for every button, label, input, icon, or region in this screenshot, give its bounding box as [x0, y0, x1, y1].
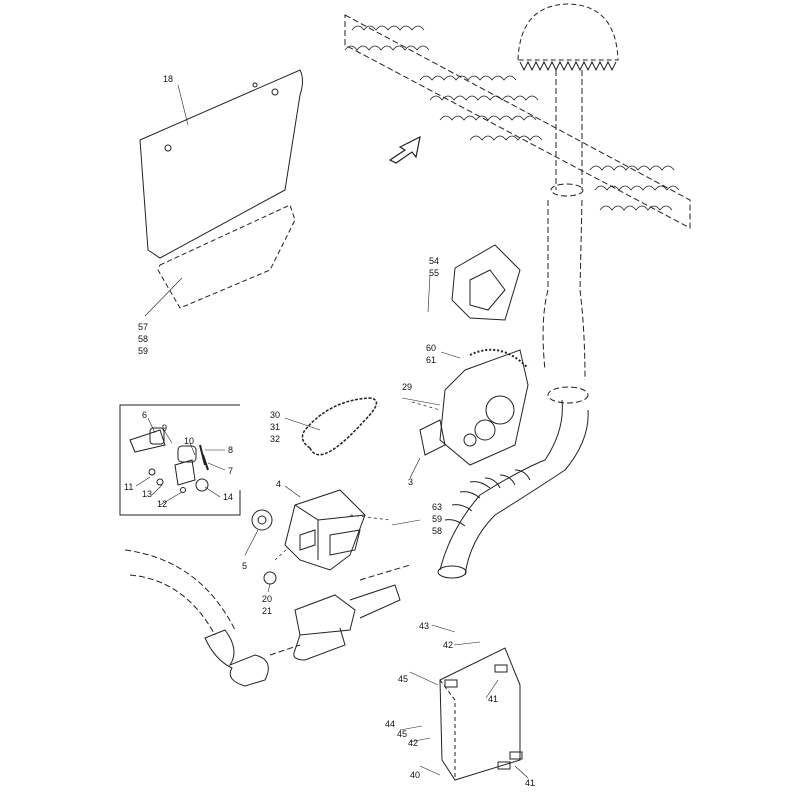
- vertical-tube: [542, 70, 589, 404]
- callout-42b: 42: [408, 738, 418, 748]
- callout-5: 5: [242, 561, 247, 571]
- feeder-housing: [284, 489, 366, 571]
- callout-8: 8: [228, 445, 233, 455]
- callout-54: 54: [429, 256, 439, 266]
- gearbox: [419, 348, 529, 466]
- callout-4: 4: [276, 479, 281, 489]
- callout-3: 3: [408, 477, 413, 487]
- shield-plate: [439, 647, 523, 781]
- callout-31: 31: [270, 422, 280, 432]
- callout-41b: 41: [525, 778, 535, 788]
- lower-panel: [157, 204, 296, 309]
- bellows: [437, 399, 589, 579]
- callout-41a: 41: [488, 694, 498, 704]
- callout-58: 58: [138, 334, 148, 344]
- auger-housing: [344, 14, 691, 229]
- dashed-leaders: [274, 401, 441, 561]
- callout-45a: 45: [398, 674, 408, 684]
- discharge-assembly: [293, 584, 401, 661]
- callout-10: 10: [184, 436, 194, 446]
- elbow-pipe: [204, 629, 269, 687]
- callout-43: 43: [419, 621, 429, 631]
- callout-42a: 42: [443, 640, 453, 650]
- callout-11: 11: [124, 482, 133, 492]
- leader-lines: [135, 84, 529, 779]
- callout-63: 63: [432, 502, 442, 512]
- callout-9: 9: [162, 423, 167, 433]
- callout-57: 57: [138, 322, 148, 332]
- callout-59: 59: [138, 346, 148, 356]
- callout-40: 40: [410, 770, 420, 780]
- sprocket: [251, 509, 273, 531]
- callout-21: 21: [262, 606, 272, 616]
- callout-7: 7: [228, 466, 233, 476]
- callout-labels: 18 57 58 59 54 55 60 61 29 30 31 32 3 6 …: [124, 74, 535, 788]
- callout-14: 14: [223, 492, 233, 502]
- dome-top: [517, 3, 619, 72]
- callout-55: 55: [429, 268, 439, 278]
- callout-12: 12: [157, 499, 167, 509]
- lower-tube-dashed: [124, 549, 411, 656]
- callout-18: 18: [163, 74, 173, 84]
- drive-chain: [301, 397, 378, 456]
- callout-29: 29: [402, 382, 412, 392]
- callout-61: 61: [426, 355, 436, 365]
- callout-59b: 59: [432, 514, 442, 524]
- callout-58b: 58: [432, 526, 442, 536]
- side-panel: [139, 69, 303, 259]
- callout-30: 30: [270, 410, 280, 420]
- callout-60: 60: [426, 343, 436, 353]
- callout-32: 32: [270, 434, 280, 444]
- callout-13: 13: [142, 489, 152, 499]
- fastener-part: [263, 571, 277, 585]
- arrow-icon: [388, 135, 421, 164]
- callout-6: 6: [142, 410, 147, 420]
- callout-20: 20: [262, 594, 272, 604]
- auger-flighting: [344, 25, 680, 211]
- callout-44: 44: [385, 719, 395, 729]
- callout-45b: 45: [397, 729, 407, 739]
- mounting-bracket: [451, 244, 521, 321]
- inset-detail: [119, 404, 241, 516]
